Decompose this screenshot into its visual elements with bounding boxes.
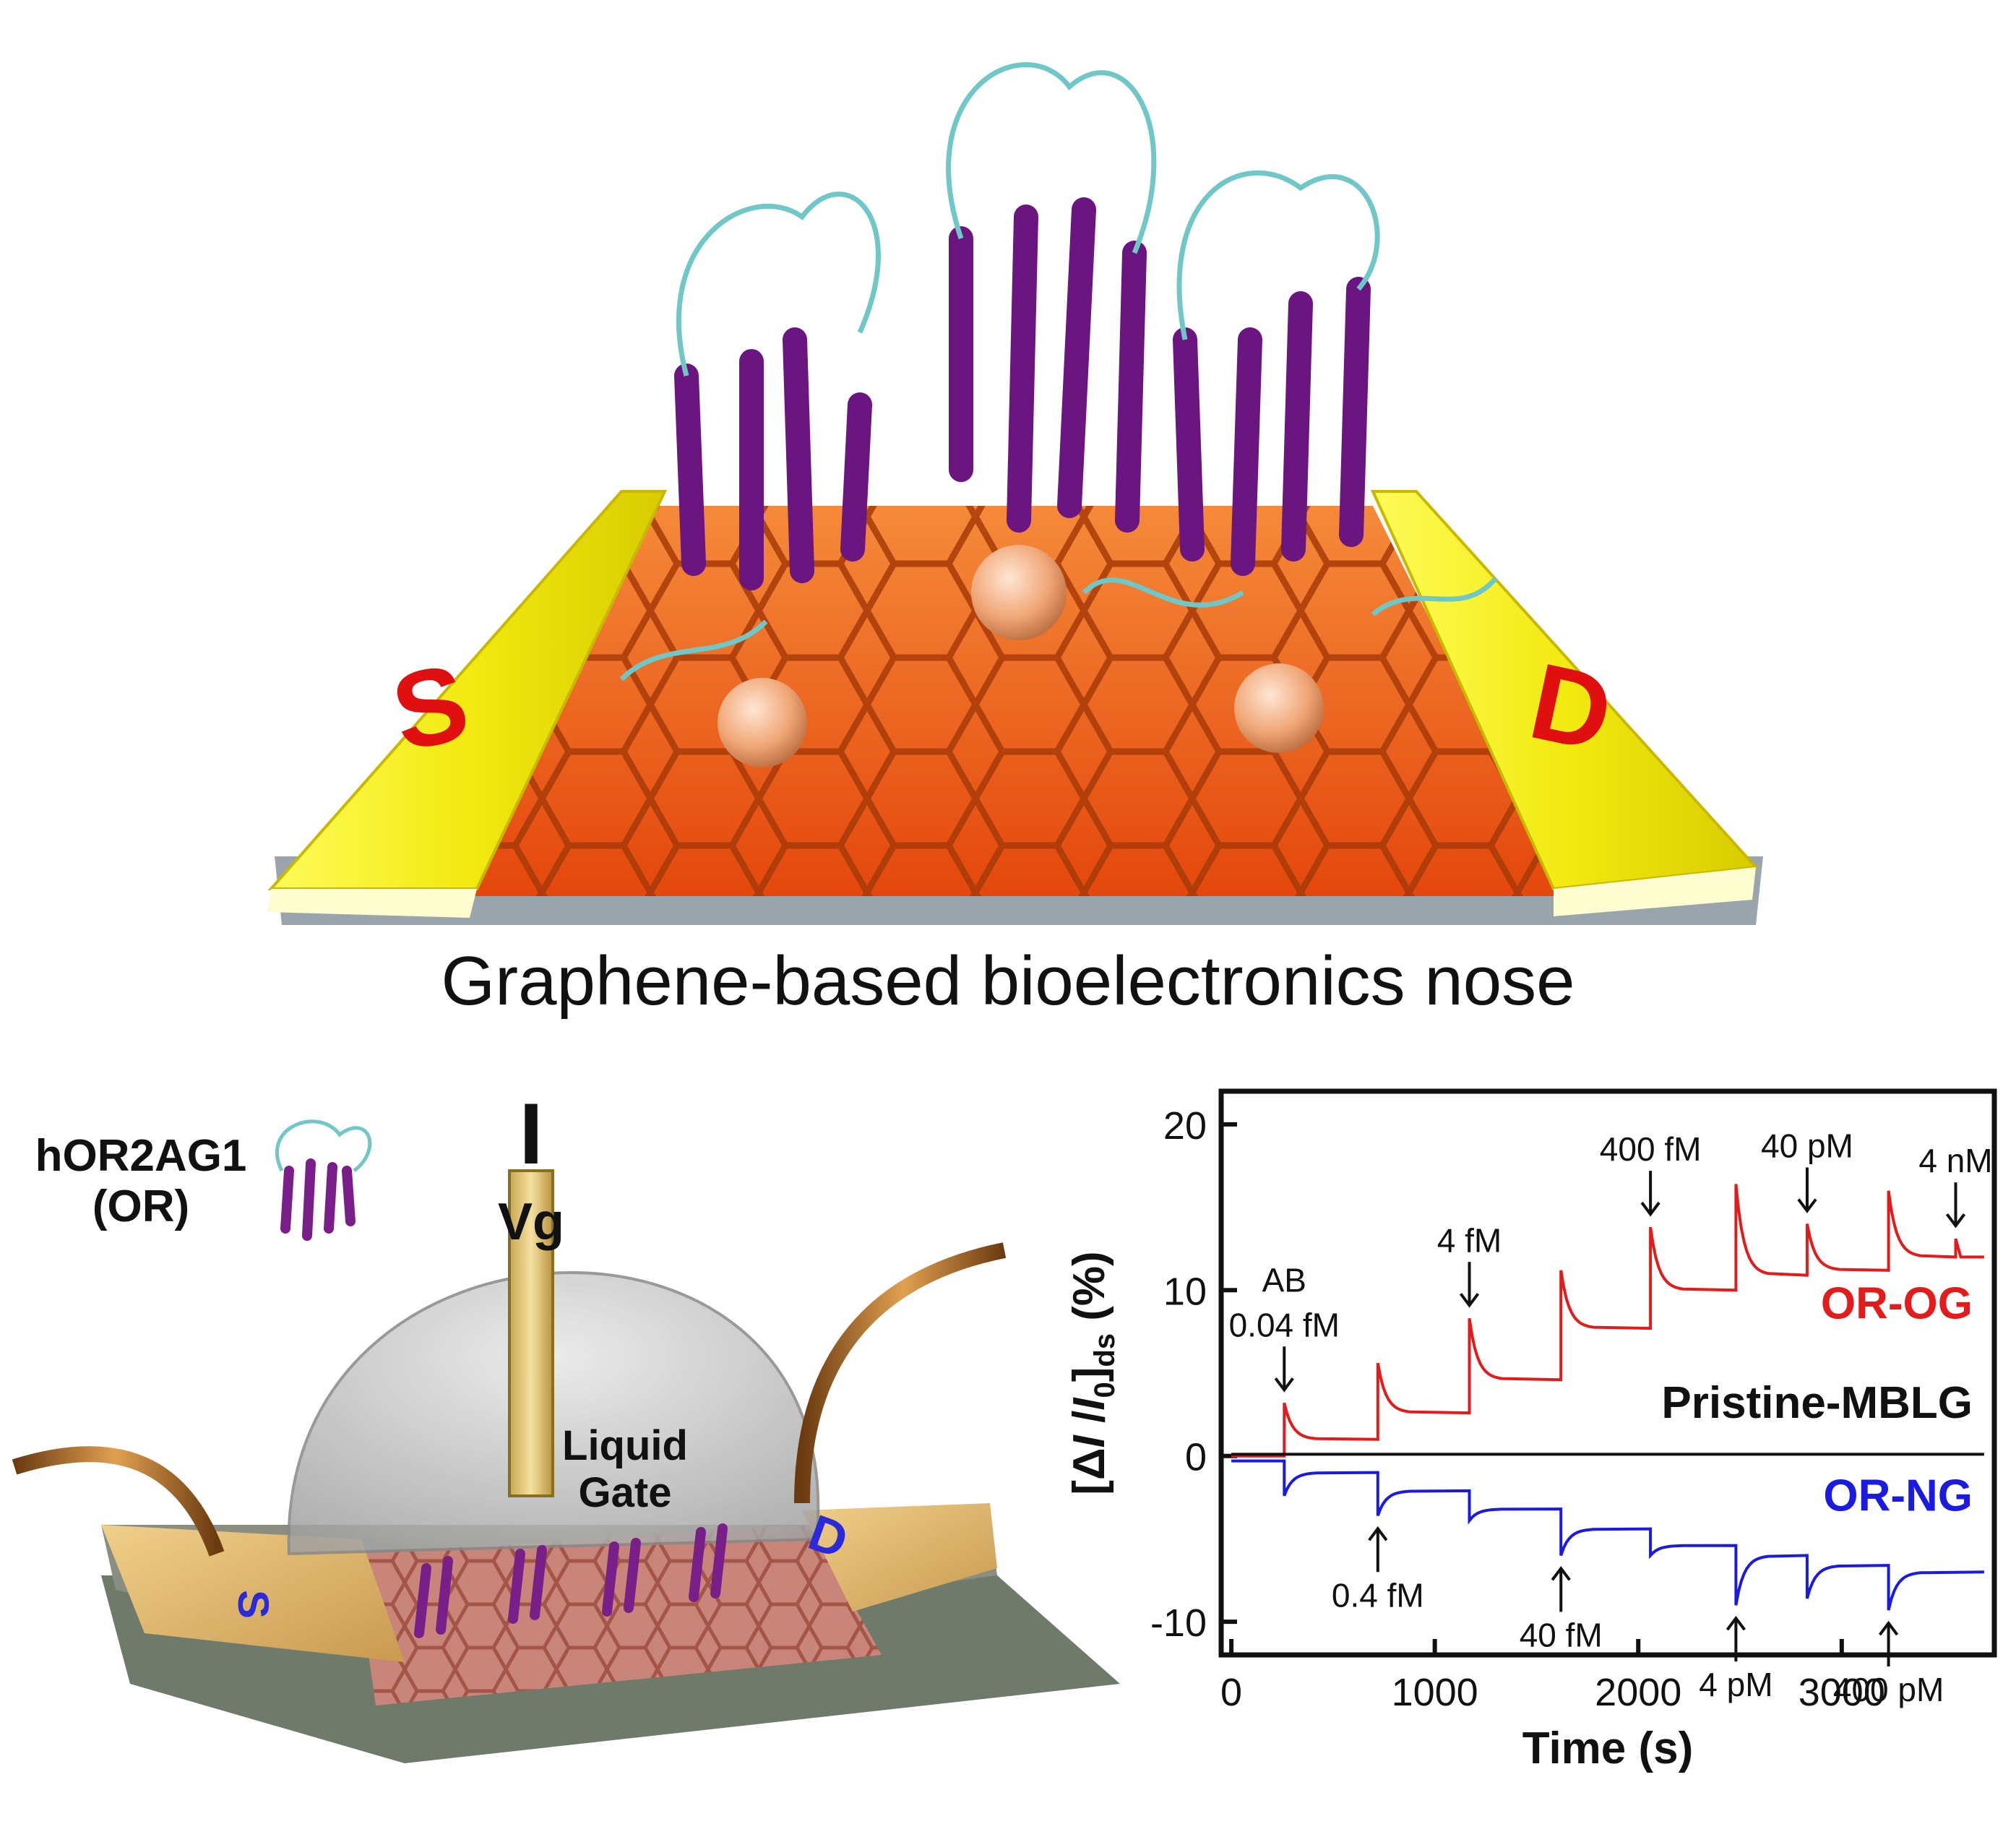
receptor-helices-top [674, 197, 1371, 590]
nanoparticle-bead [1234, 663, 1324, 753]
source-electrode-top-edge [267, 889, 477, 918]
concentration-label: 0.4 fM [1332, 1576, 1424, 1614]
annotation-arrowhead [1726, 1615, 1746, 1631]
x-axis-label: Time (s) [1522, 1724, 1694, 1773]
plot-frame [1218, 1088, 1997, 1658]
receptors-bottom [414, 1523, 728, 1638]
concentration-label: 4 fM [1437, 1221, 1502, 1259]
series-label: Pristine-MBLG [1661, 1378, 1973, 1428]
y-tick-label: 10 [1163, 1270, 1207, 1313]
series-labels: OR-OG Pristine-MBLG OR-NG [1661, 1278, 1973, 1520]
x-tick-label: 1000 [1392, 1671, 1478, 1714]
y-axis-label: [ΔI /I0]ds (%) [1064, 1251, 1121, 1494]
gate-electrode-rod [508, 1169, 554, 1497]
y-tick-label: -10 [1150, 1601, 1207, 1645]
x-tick-label: 2000 [1595, 1671, 1681, 1714]
drain-electrode-top-edge [1554, 867, 1756, 916]
figure-caption: Graphene-based bioelectronics nose [441, 942, 1575, 1020]
concentration-label: 40 fM [1520, 1616, 1603, 1653]
series-layer [1231, 1184, 1984, 1611]
y-axis-ticks: -10 0 10 20 [1150, 1104, 1237, 1645]
receptor-icon [275, 1119, 372, 1241]
annotation-arrowhead [1368, 1526, 1388, 1541]
x-tick-label: 0 [1220, 1671, 1242, 1714]
receptor-label-line2: (OR) [92, 1182, 189, 1231]
bottom-device-illustration: I Vg hOR2AG1 (OR) Liquid Gate S D [12, 1085, 1120, 1763]
annotation-arrowhead [1945, 1213, 1966, 1229]
nanoparticle-bead [971, 545, 1067, 640]
annotation-layer: 0.04 fM AB 4 fM 400 fM 40 pM 4 nM 0.4 fM 40 fM 4… [1229, 1127, 1993, 1709]
concentration-label: 4 pM [1699, 1666, 1772, 1703]
receptor-loops-top [619, 62, 1498, 681]
annotation-arrowhead [1459, 1293, 1480, 1308]
concentration-label: 4 nM [1918, 1142, 1992, 1179]
annotation-arrowhead [1640, 1201, 1660, 1217]
gate-voltage-label: Vg [498, 1193, 564, 1251]
annotation-arrowhead [1878, 1620, 1899, 1636]
drain-pad-bottom [802, 1503, 997, 1612]
nanoparticle-bead [718, 678, 807, 767]
series-label: OR-OG [1821, 1278, 1973, 1328]
x-tick-label: 3000 [1799, 1671, 1885, 1714]
concentration-label: 400 fM [1600, 1130, 1702, 1168]
response-chart: -10 0 10 20 0 1000 2000 3000 0.04 fM AB 4 fM 400 … [1064, 1088, 1997, 1773]
receptor-label-line1: hOR2AG1 [35, 1131, 247, 1181]
current-label: I [519, 1085, 543, 1182]
drain-wire [794, 1242, 1007, 1504]
y-tick-label: 0 [1185, 1436, 1207, 1479]
source-label-bottom: S [229, 1590, 277, 1619]
source-pad-bottom [101, 1525, 405, 1662]
annotation-arrowhead [1551, 1566, 1571, 1581]
concentration-label: 40 pM [1761, 1127, 1853, 1165]
graphene-lattice-bottom [354, 1525, 882, 1705]
gate-label-line2: Gate [579, 1469, 672, 1516]
series-line-or-ng [1231, 1459, 1984, 1611]
series-line-or-og [1231, 1184, 1984, 1458]
gate-label-line1: Liquid [562, 1422, 688, 1469]
source-wire [12, 1446, 225, 1557]
y-tick-label: 20 [1163, 1104, 1207, 1148]
annotation-arrowhead [1274, 1377, 1294, 1393]
concentration-label: 0.04 fM [1229, 1306, 1340, 1343]
graphene-lattice [462, 506, 1568, 896]
series-label: OR-NG [1823, 1471, 1973, 1520]
concentration-label: 400 pM [1833, 1671, 1944, 1708]
top-device-illustration: S D [267, 62, 1763, 925]
annotation-arrowhead [1797, 1198, 1817, 1213]
concentration-label: AB [1262, 1261, 1306, 1299]
x-axis-ticks: 0 1000 2000 3000 [1220, 1639, 1885, 1714]
